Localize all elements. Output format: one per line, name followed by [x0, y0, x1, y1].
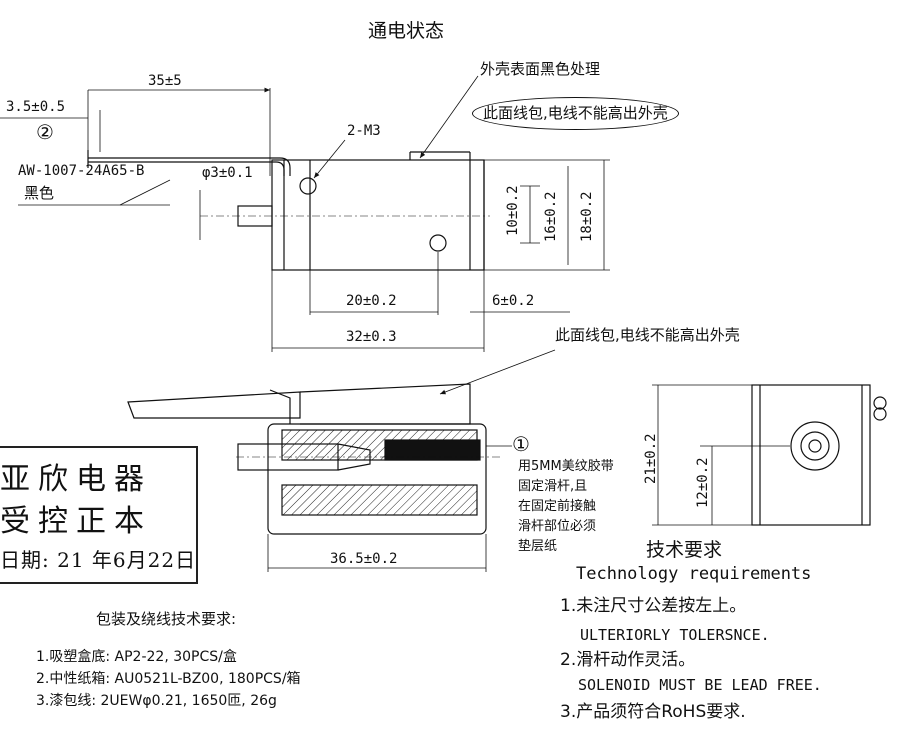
callout-2: ②	[36, 120, 54, 144]
mount-hole-2	[429, 234, 447, 252]
dim-end-height: 21±0.2	[643, 433, 659, 484]
wire-note-section: 此面线包,电线不能高出外壳	[555, 326, 740, 344]
stamp-date: 日期: 21 年6月22日	[0, 548, 197, 572]
tech-title-cn: 技术要求	[646, 539, 723, 561]
stamp-status: 受控正本	[0, 504, 152, 539]
end-view	[652, 384, 887, 526]
packaging-item: 2.中性纸箱: AU0521L-BZ00, 180PCS/箱	[36, 671, 301, 687]
dim-total-vertical: 18±0.2	[579, 191, 595, 242]
dim-body-horizontal: 32±0.3	[346, 329, 397, 345]
bore-outer	[790, 421, 840, 471]
controlled-copy-stamp: 亚欣电器 受控正本 日期: 21 年6月22日	[0, 446, 198, 584]
dim-hole-vertical: 10±0.2	[505, 185, 521, 236]
tape-note-line: 垫层纸	[518, 539, 558, 554]
end-view-body	[751, 384, 871, 526]
shaft-diameter: φ3±0.1	[202, 165, 253, 181]
surface-note: 外壳表面黑色处理	[480, 60, 601, 78]
dim-hole-horizontal: 20±0.2	[346, 293, 397, 309]
lead-part-number: AW-1007-24A65-B	[18, 163, 145, 179]
coil-housing	[267, 423, 487, 535]
packaging-title: 包装及绕线技术要求:	[96, 610, 237, 628]
lead-color: 黑色	[24, 184, 55, 202]
top-view	[0, 75, 610, 352]
tape-section	[384, 439, 481, 461]
packaging-item: 1.吸塑盒底: AP2-22, 30PCS/盒	[36, 649, 237, 665]
dim-end-horizontal: 6±0.2	[492, 293, 535, 309]
dim-lead-length: 35±5	[148, 73, 182, 89]
tape-note-line: 用5MM美纹胶带	[518, 459, 614, 474]
packaging-item: 3.漆包线: 2UEWφ0.21, 1650匝, 26g	[36, 693, 277, 709]
drawing-title: 通电状态	[368, 20, 445, 42]
section-view	[127, 349, 556, 572]
dim-body-vertical: 16±0.2	[543, 191, 559, 242]
solenoid-body	[271, 159, 485, 271]
wire-note-top: 此面线包,电线不能高出外壳	[472, 97, 679, 130]
tech-title-en: Technology requirements	[576, 564, 812, 584]
callout-1: ①	[512, 432, 530, 456]
dim-lead-offset: 3.5±0.5	[6, 99, 66, 115]
tech-item-2-cn: 2.滑杆动作灵活。	[560, 650, 696, 670]
dim-section-length: 36.5±0.2	[330, 551, 398, 567]
tech-item-3-cn: 3.产品须符合RoHS要求.	[560, 702, 746, 722]
stamp-company: 亚欣电器	[0, 462, 152, 497]
screw-thread-label: 2-M3	[347, 123, 381, 139]
tape-note-line: 滑杆部位必须	[518, 519, 597, 534]
tech-item-1-cn: 1.未注尺寸公差按左上。	[560, 596, 747, 616]
tape-note-line: 在固定前接触	[518, 499, 597, 514]
tape-note-line: 固定滑杆,且	[518, 479, 588, 494]
dim-end-center: 12±0.2	[695, 457, 711, 508]
tech-item-1-en: ULTERIORLY TOLERSNCE.	[580, 626, 770, 644]
mount-hole-1	[299, 177, 317, 195]
tech-item-2-en: SOLENOID MUST BE LEAD FREE.	[578, 676, 822, 694]
